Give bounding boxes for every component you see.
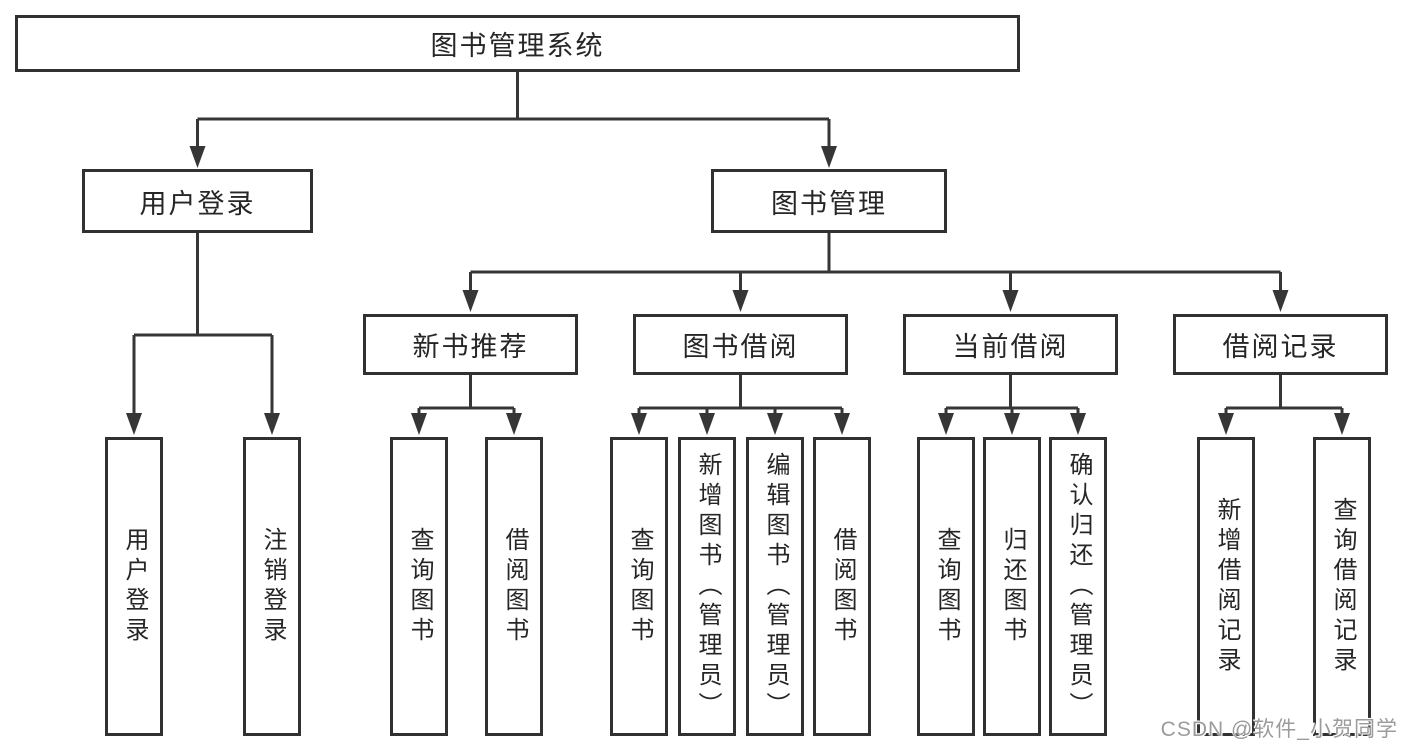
node-current-borrowing: 当前借阅 <box>903 314 1118 375</box>
leaf-label: 借阅图书 <box>829 526 856 647</box>
leaf-label: 查询借阅记录 <box>1329 496 1356 677</box>
node-book-management: 图书管理 <box>711 169 947 233</box>
leaf-label: 查询图书 <box>933 526 960 647</box>
node-user-login: 用户登录 <box>82 169 313 233</box>
leaf-label: 确认归还（管理员） <box>1065 451 1092 722</box>
leaf-confirm-return-admin: 确认归还（管理员） <box>1049 437 1107 736</box>
node-book-borrowing: 图书借阅 <box>633 314 848 375</box>
leaf-add-borrow-record: 新增借阅记录 <box>1197 437 1255 736</box>
node-label: 新书推荐 <box>412 332 529 362</box>
node-label: 用户登录 <box>139 188 256 219</box>
node-label: 图书管理 <box>771 188 887 219</box>
node-borrowing-records: 借阅记录 <box>1173 314 1388 375</box>
leaf-label: 新增借阅记录 <box>1213 496 1240 677</box>
leaf-label: 用户登录 <box>121 526 148 647</box>
leaf-label: 编辑图书（管理员） <box>762 451 789 722</box>
leaf-return-books: 归还图书 <box>983 437 1041 736</box>
leaf-query-books-current: 查询图书 <box>917 437 975 736</box>
leaf-borrow-books-recommend: 借阅图书 <box>485 437 543 736</box>
leaf-query-books-borrowing: 查询图书 <box>610 437 668 736</box>
node-label: 图书借阅 <box>682 332 799 362</box>
leaf-label: 注销登录 <box>259 526 286 647</box>
leaf-add-books-admin: 新增图书（管理员） <box>678 437 736 736</box>
node-label: 图书管理系统 <box>430 31 605 61</box>
leaf-label: 查询图书 <box>626 526 653 647</box>
node-label: 当前借阅 <box>952 332 1069 362</box>
leaf-borrow-books-borrowing: 借阅图书 <box>813 437 871 736</box>
leaf-edit-books-admin: 编辑图书（管理员） <box>746 437 804 736</box>
leaf-label: 借阅图书 <box>501 526 528 647</box>
watermark: CSDN @软件_小贺同学 <box>1160 718 1398 741</box>
leaf-query-books-recommend: 查询图书 <box>390 437 448 736</box>
node-label: 借阅记录 <box>1222 332 1339 362</box>
leaf-logout: 注销登录 <box>243 437 301 736</box>
leaf-label: 新增图书（管理员） <box>694 451 721 722</box>
leaf-label: 归还图书 <box>999 526 1026 647</box>
leaf-query-borrow-record: 查询借阅记录 <box>1313 437 1371 736</box>
arrowhead-icons <box>126 146 1350 435</box>
node-library-management-system: 图书管理系统 <box>15 15 1020 72</box>
leaf-label: 查询图书 <box>406 526 433 647</box>
node-new-book-recommendation: 新书推荐 <box>363 314 578 375</box>
leaf-user-login: 用户登录 <box>105 437 163 736</box>
